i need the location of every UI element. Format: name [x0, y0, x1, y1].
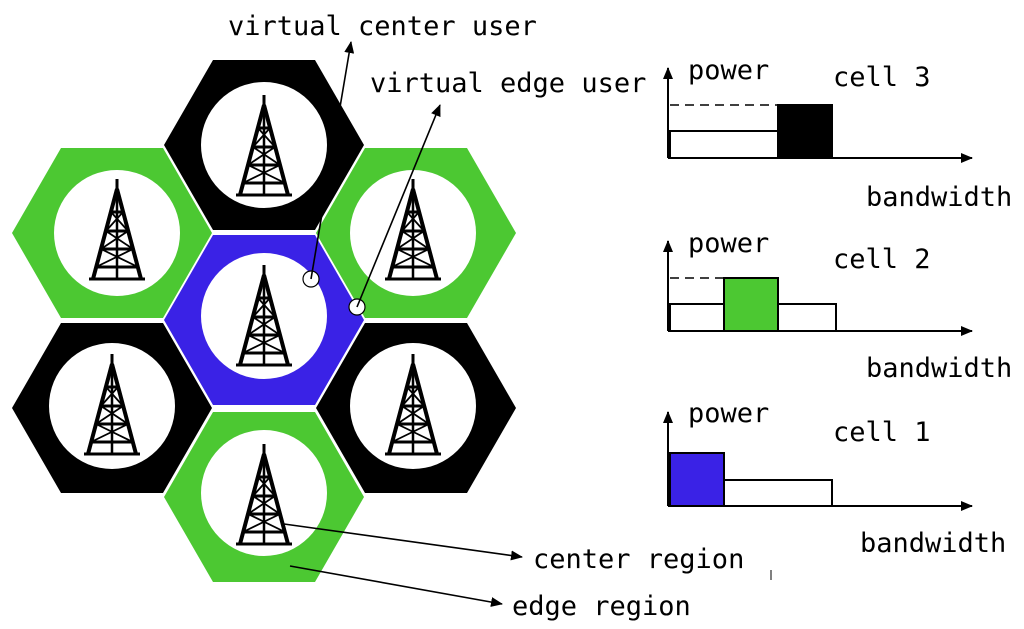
cell-label: cell 3 [833, 62, 931, 93]
center-band [723, 479, 833, 507]
center-band-right [777, 303, 837, 332]
spectrum-plot-cell-2: power cell 2 bandwidth [663, 228, 1012, 384]
virtual-edge-user-label: virtual edge user [370, 68, 646, 99]
edge-region-label: edge region [512, 591, 691, 622]
edge-band [669, 452, 725, 507]
virtual-edge-user-arrow [356, 104, 441, 308]
cell-lower-right [316, 323, 516, 493]
cell-upper-right [316, 148, 516, 318]
cell-label: cell 1 [833, 417, 931, 448]
edge-region-arrow [289, 565, 503, 607]
spectrum-plot-cell-1: power cell 1 bandwidth [663, 398, 1006, 559]
power-label: power [688, 55, 769, 86]
spectrum-plot-cell-3: power cell 3 bandwidth [663, 55, 1012, 213]
center-region-arrow [283, 523, 523, 561]
bandwidth-label: bandwidth [860, 528, 1006, 559]
virtual-center-user-label: virtual center user [228, 11, 537, 42]
center-region-label: center region [533, 544, 744, 575]
edge-band [777, 104, 833, 159]
power-label: power [688, 228, 769, 259]
cell-bottom [164, 412, 364, 582]
center-band-left [669, 303, 725, 332]
bandwidth-label: bandwidth [866, 182, 1012, 213]
cell-top [164, 60, 364, 230]
virtual-center-user-arrow [310, 41, 355, 280]
center-band [669, 130, 779, 159]
cell-lower-left [12, 323, 212, 493]
bandwidth-label: bandwidth [866, 353, 1012, 384]
cell-label: cell 2 [833, 244, 931, 275]
cell-upper-left [12, 148, 212, 318]
edge-band [723, 277, 779, 332]
power-label: power [688, 398, 769, 429]
